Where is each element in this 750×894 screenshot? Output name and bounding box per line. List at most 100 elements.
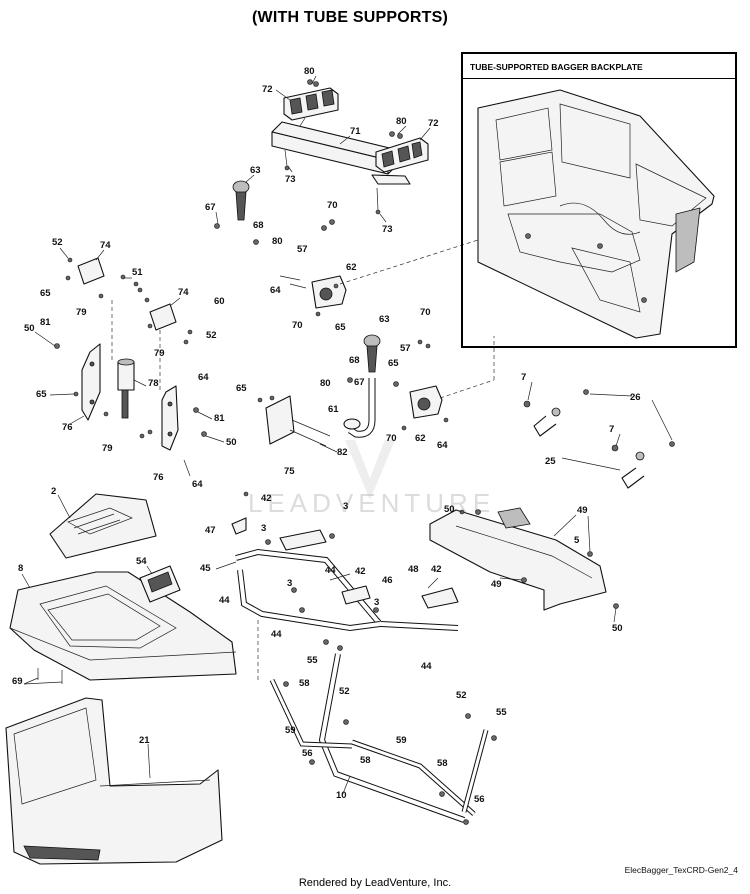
callout-62: 62 xyxy=(346,262,357,273)
part-63-knob-right xyxy=(363,334,381,373)
callout-42: 42 xyxy=(431,564,442,575)
part-74-bracket-b xyxy=(149,303,193,345)
callout-50: 50 xyxy=(24,323,35,334)
callout-42: 42 xyxy=(355,566,366,577)
callout-42: 42 xyxy=(261,493,272,504)
part-59-support-rod-left xyxy=(269,678,353,749)
callout-60: 60 xyxy=(214,296,225,307)
callout-65: 65 xyxy=(236,383,247,394)
callout-61: 61 xyxy=(328,404,339,415)
callout-76: 76 xyxy=(153,472,164,483)
callout-65: 65 xyxy=(335,322,346,333)
callout-58: 58 xyxy=(299,678,310,689)
callout-58: 58 xyxy=(360,755,371,766)
page-title: (WITH TUBE SUPPORTS) xyxy=(252,9,448,26)
part-76-plate-left xyxy=(81,343,101,421)
callout-65: 65 xyxy=(36,389,47,400)
callout-81: 81 xyxy=(214,413,225,424)
callout-56: 56 xyxy=(474,794,485,805)
part-72-bracket-left xyxy=(283,87,339,121)
part-72-bracket-right xyxy=(375,137,429,173)
callout-80: 80 xyxy=(396,116,407,127)
callout-50: 50 xyxy=(226,437,237,448)
callout-50: 50 xyxy=(612,623,623,634)
inset-backplate-drawing xyxy=(477,89,715,339)
callout-47: 47 xyxy=(205,525,216,536)
callout-48: 48 xyxy=(408,564,419,575)
part-45-frame xyxy=(231,491,459,632)
callout-3: 3 xyxy=(287,578,292,589)
callout-49: 49 xyxy=(491,579,502,590)
part-60-tube-left xyxy=(232,228,311,307)
drawing-code: ElecBagger_TexCRD-Gen2_4 xyxy=(624,865,738,875)
callout-73: 73 xyxy=(285,174,296,185)
callout-81: 81 xyxy=(40,317,51,328)
callout-74: 74 xyxy=(100,240,111,251)
inset-title: TUBE-SUPPORTED BAGGER BACKPLATE xyxy=(470,62,643,72)
callout-44: 44 xyxy=(325,565,336,576)
callout-26: 26 xyxy=(630,392,641,403)
part-10-support-tube xyxy=(318,653,466,823)
callout-64: 64 xyxy=(192,479,203,490)
callout-59: 59 xyxy=(285,725,296,736)
callout-80: 80 xyxy=(272,236,283,247)
callout-79: 79 xyxy=(102,443,113,454)
part-74-bracket-a xyxy=(65,257,105,285)
callout-82: 82 xyxy=(337,447,348,458)
callout-67: 67 xyxy=(354,377,365,388)
callout-68: 68 xyxy=(253,220,264,231)
callout-8: 8 xyxy=(18,563,23,574)
render-credit: Rendered by LeadVenture, Inc. xyxy=(298,877,452,889)
callout-45: 45 xyxy=(200,563,211,574)
callout-55: 55 xyxy=(307,655,318,666)
callout-62: 62 xyxy=(415,433,426,444)
callout-72: 72 xyxy=(262,84,273,95)
callout-67: 67 xyxy=(205,202,216,213)
callout-51: 51 xyxy=(132,267,143,278)
callout-70: 70 xyxy=(292,320,303,331)
callout-3: 3 xyxy=(343,501,348,512)
callout-71: 71 xyxy=(350,126,361,137)
callout-79: 79 xyxy=(154,348,165,359)
callout-63: 63 xyxy=(250,165,261,176)
part-76-plate-right xyxy=(161,385,179,451)
callout-50: 50 xyxy=(444,504,455,515)
part-63-knob-left xyxy=(232,180,250,221)
callout-labels: 80 72 71 80 72 73 73 63 67 68 80 70 57 6… xyxy=(12,66,641,805)
part-5-backplate-bar xyxy=(429,507,619,611)
leader-lines xyxy=(21,75,621,797)
callout-57: 57 xyxy=(400,343,411,354)
callout-2: 2 xyxy=(51,486,56,497)
part-21-bag xyxy=(5,697,223,865)
watermark-logo xyxy=(345,440,395,500)
part-75-plate xyxy=(257,395,331,447)
callout-55: 55 xyxy=(496,707,507,718)
callout-3: 3 xyxy=(374,597,379,608)
callout-56: 56 xyxy=(302,748,313,759)
callout-52: 52 xyxy=(52,237,63,248)
callout-73: 73 xyxy=(382,224,393,235)
callout-5: 5 xyxy=(574,535,580,546)
callout-76: 76 xyxy=(62,422,73,433)
callout-3: 3 xyxy=(261,523,266,534)
callout-75: 75 xyxy=(284,466,295,477)
callout-49: 49 xyxy=(577,505,588,516)
part-25-latch xyxy=(523,389,675,489)
callout-80: 80 xyxy=(304,66,315,77)
callout-57: 57 xyxy=(297,244,308,255)
callout-44: 44 xyxy=(421,661,432,672)
callout-70: 70 xyxy=(420,307,431,318)
part-62-hinge-left xyxy=(311,275,347,309)
part-2-top-cover xyxy=(49,493,157,559)
part-61-tube-right xyxy=(343,378,376,438)
callout-70: 70 xyxy=(386,433,397,444)
callout-74: 74 xyxy=(178,287,189,298)
callout-52: 52 xyxy=(456,690,467,701)
callout-63: 63 xyxy=(379,314,390,325)
callout-44: 44 xyxy=(219,595,230,606)
callout-78: 78 xyxy=(148,378,159,389)
callout-69: 69 xyxy=(12,676,23,687)
inset-frame xyxy=(461,52,737,348)
callout-7: 7 xyxy=(609,424,614,435)
part-54-handle xyxy=(139,565,181,603)
